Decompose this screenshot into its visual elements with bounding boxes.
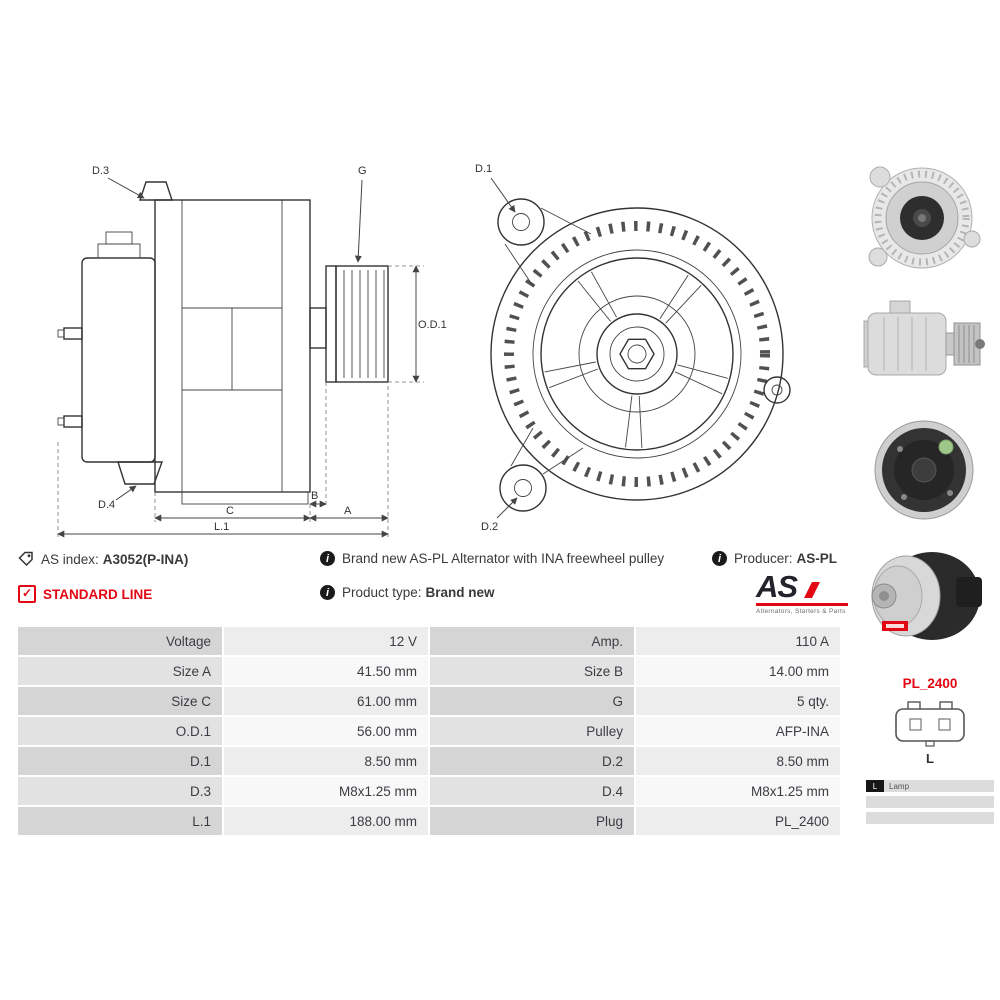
spec-value: 110 A bbox=[636, 627, 840, 655]
dim-label-od1: O.D.1 bbox=[418, 319, 447, 331]
product-type-label: Product type: bbox=[342, 585, 422, 600]
standard-line-label: STANDARD LINE bbox=[43, 586, 153, 602]
spec-value: PL_2400 bbox=[636, 807, 840, 835]
spec-label: Voltage bbox=[18, 627, 222, 655]
producer: i Producer: AS-PL bbox=[712, 551, 837, 566]
spec-label: D.2 bbox=[430, 747, 634, 775]
mount-ear-top bbox=[497, 198, 545, 246]
spec-label: Pulley bbox=[430, 717, 634, 745]
spec-value: 8.50 mm bbox=[224, 747, 428, 775]
mount-lug-top bbox=[139, 181, 173, 201]
product-photo-3 bbox=[856, 410, 994, 530]
plug-code: PL_2400 bbox=[902, 676, 958, 691]
spec-label: Size C bbox=[18, 687, 222, 715]
dim-label-d4: D.4 bbox=[98, 499, 115, 511]
legend-pin: L bbox=[866, 780, 884, 792]
info-icon: i bbox=[320, 585, 335, 600]
mount-ear-right bbox=[763, 376, 791, 404]
spec-value: AFP-INA bbox=[636, 717, 840, 745]
shaft-nut bbox=[619, 338, 655, 370]
dim-label-d1: D.1 bbox=[475, 163, 492, 175]
as-index-value: A3052(P-INA) bbox=[102, 551, 189, 567]
shaft bbox=[309, 307, 327, 349]
plug-connector-icon bbox=[895, 701, 965, 747]
dim-label-l1: L.1 bbox=[214, 521, 229, 533]
alternator-rear-cover bbox=[81, 257, 156, 463]
info-icon: i bbox=[712, 551, 727, 566]
front-housing bbox=[490, 207, 784, 501]
as-index-label: AS index: bbox=[41, 551, 99, 567]
tag-icon bbox=[18, 551, 33, 567]
terminal-stud-top bbox=[63, 327, 83, 340]
logo-red-flag-icon bbox=[804, 582, 821, 599]
mount-ear-bottom bbox=[499, 464, 547, 512]
spec-label: Size A bbox=[18, 657, 222, 685]
product-photo-1 bbox=[856, 158, 994, 278]
spec-label: G bbox=[430, 687, 634, 715]
dim-label-a: A bbox=[344, 505, 352, 517]
spec-label: D.1 bbox=[18, 747, 222, 775]
checkbox-icon: ✓ bbox=[18, 585, 36, 603]
dim-label-d3: D.3 bbox=[92, 165, 109, 177]
spec-label: Size B bbox=[430, 657, 634, 685]
info-row-1: AS index: A3052(P-INA) i Brand new AS-PL… bbox=[18, 551, 990, 571]
legend-empty-bar bbox=[866, 812, 994, 824]
spec-value: 188.00 mm bbox=[224, 807, 428, 835]
spec-value: M8x1.25 mm bbox=[224, 777, 428, 805]
spec-table: Voltage 12 V Amp. 110 A Size A 41.50 mm … bbox=[18, 627, 840, 835]
logo-tagline: Alternators, Starters & Parts bbox=[756, 608, 846, 616]
legend-row: L Lamp bbox=[866, 780, 994, 792]
spec-value: M8x1.25 mm bbox=[636, 777, 840, 805]
mounting-foot bbox=[181, 491, 309, 505]
producer-value: AS-PL bbox=[796, 551, 838, 566]
dim-label-b: B bbox=[311, 490, 318, 502]
product-photo-4 bbox=[856, 536, 994, 656]
spec-value: 56.00 mm bbox=[224, 717, 428, 745]
spec-value: 14.00 mm bbox=[636, 657, 840, 685]
product-description: i Brand new AS-PL Alternator with INA fr… bbox=[320, 551, 664, 566]
spec-label: D.3 bbox=[18, 777, 222, 805]
spec-label: Amp. bbox=[430, 627, 634, 655]
dim-label-g: G bbox=[358, 165, 367, 177]
spec-label: Plug bbox=[430, 807, 634, 835]
legend-empty-bar bbox=[866, 796, 994, 808]
spec-label: L.1 bbox=[18, 807, 222, 835]
spec-value: 8.50 mm bbox=[636, 747, 840, 775]
logo-red-bar bbox=[756, 603, 848, 607]
technical-drawing-front-view: D.1 D.2 bbox=[475, 163, 791, 533]
spec-value: 41.50 mm bbox=[224, 657, 428, 685]
product-type-value: Brand new bbox=[425, 585, 495, 600]
plug-legend: L Lamp bbox=[866, 780, 994, 824]
spec-value: 61.00 mm bbox=[224, 687, 428, 715]
mount-lug-bottom bbox=[117, 461, 163, 485]
standard-line: ✓ STANDARD LINE bbox=[18, 585, 152, 603]
dim-label-d2: D.2 bbox=[481, 521, 498, 533]
description-text: Brand new AS-PL Alternator with INA free… bbox=[342, 551, 665, 566]
spec-value: 12 V bbox=[224, 627, 428, 655]
plug-pin-label: L bbox=[926, 751, 934, 766]
spec-label: D.4 bbox=[430, 777, 634, 805]
plug-panel: PL_2400 L L Lamp bbox=[866, 676, 994, 828]
logo-brand-text: AS bbox=[756, 569, 798, 604]
technical-drawing-side-view: D.3 G O.D.1 D.4 C B A L.1 bbox=[57, 165, 447, 538]
spec-value: 5 qty. bbox=[636, 687, 840, 715]
product-photo-2 bbox=[856, 284, 994, 404]
info-icon: i bbox=[320, 551, 335, 566]
dim-label-c: C bbox=[226, 505, 234, 517]
producer-label: Producer: bbox=[734, 551, 793, 566]
terminal-stud-bottom bbox=[63, 415, 83, 428]
alternator-body bbox=[154, 199, 311, 493]
pulley-front bbox=[540, 257, 734, 451]
as-index: AS index: A3052(P-INA) bbox=[18, 551, 188, 567]
legend-description: Lamp bbox=[884, 780, 994, 792]
cooling-slots bbox=[504, 221, 770, 487]
product-photos bbox=[856, 158, 994, 656]
asbrand-logo: AS Alternators, Starters & Parts bbox=[756, 569, 850, 616]
info-row-2: ✓ STANDARD LINE i Product type: Brand ne… bbox=[18, 585, 990, 605]
pulley-side bbox=[335, 265, 389, 383]
product-type: i Product type: Brand new bbox=[320, 585, 495, 600]
spec-label: O.D.1 bbox=[18, 717, 222, 745]
